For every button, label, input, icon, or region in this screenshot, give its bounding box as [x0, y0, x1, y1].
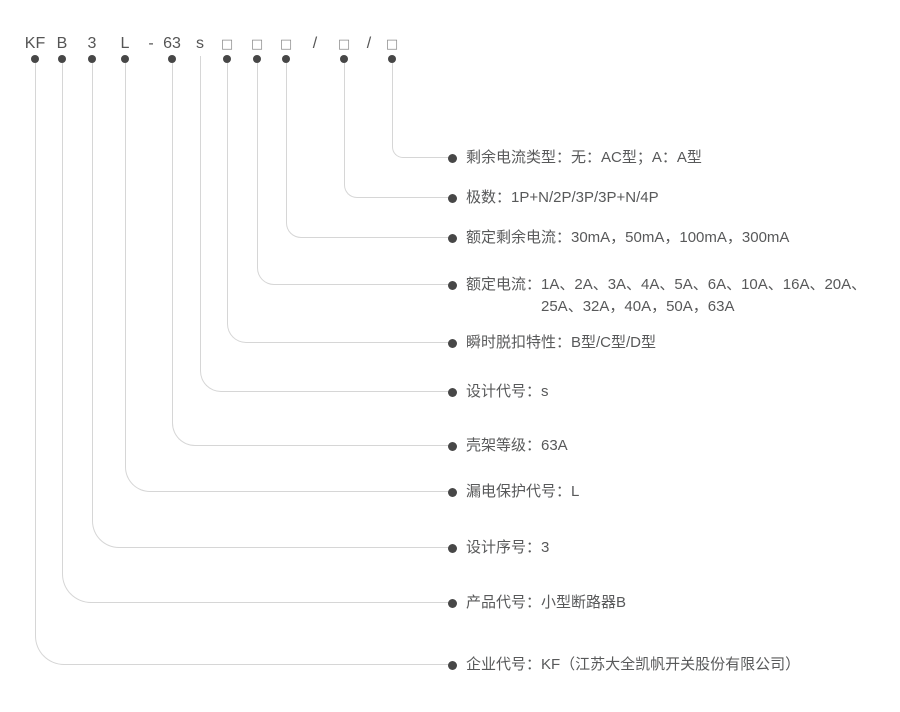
- legend-bullet: [448, 281, 457, 290]
- connector-line: [200, 56, 448, 392]
- code-dot: [340, 55, 348, 63]
- legend-bullet: [448, 661, 457, 670]
- code-part-s: s: [196, 35, 204, 52]
- legend-bullet: [448, 488, 457, 497]
- connector-line: [35, 63, 448, 665]
- legend-label-design-code: 设计代号：s: [466, 383, 549, 400]
- legend-label-residual-current-type: 剩余电流类型：无：AC型；A：A型: [466, 149, 702, 166]
- connector-line: [392, 63, 448, 158]
- code-part-l: L: [120, 35, 130, 52]
- legend-label-rated-current: 额定电流：1A、2A、3A、4A、5A、6A、10A、16A、20A、: [466, 276, 867, 293]
- legend-bullet: [448, 339, 457, 348]
- code-part-slash-1: /: [312, 35, 318, 52]
- code-part-box-5: □: [385, 37, 399, 52]
- code-dot: [88, 55, 96, 63]
- legend-label-design-serial: 设计序号：3: [466, 539, 550, 556]
- code-dot: [58, 55, 66, 63]
- legend-bullet: [448, 544, 457, 553]
- code-part-kf: KF: [24, 35, 46, 52]
- legend-bullet: [448, 194, 457, 203]
- legend-label-rated-current-line2: 25A、32A，40A，50A，63A: [541, 298, 735, 315]
- legend-label-frame-rating: 壳架等级：63A: [466, 437, 568, 454]
- code-part-box-3: □: [279, 37, 293, 52]
- connector-line: [125, 63, 448, 492]
- code-dot: [282, 55, 290, 63]
- legend-bullet: [448, 388, 457, 397]
- connector-line: [227, 63, 448, 343]
- legend-label-rated-residual-current: 额定剩余电流：30mA，50mA，100mA，300mA: [466, 229, 790, 246]
- code-dot: [31, 55, 39, 63]
- code-dot: [121, 55, 129, 63]
- code-part-b: B: [56, 35, 68, 52]
- code-dot: [388, 55, 396, 63]
- legend-label-product-code: 产品代号：小型断路器B: [466, 594, 627, 611]
- code-part-box-2: □: [250, 37, 264, 52]
- code-dot: [223, 55, 231, 63]
- legend-label-enterprise-code: 企业代号：KF（江苏大全凯帆开关股份有限公司）: [466, 656, 801, 673]
- connector-line: [62, 63, 448, 603]
- code-dot: [168, 55, 176, 63]
- code-part-3: 3: [87, 35, 97, 52]
- connector-line: [257, 63, 448, 285]
- legend-bullet: [448, 599, 457, 608]
- code-part-box-1: □: [220, 37, 234, 52]
- code-part-63: 63: [163, 35, 181, 52]
- legend-label-leakage-protection-code: 漏电保护代号：L: [466, 483, 580, 500]
- legend-label-instantaneous-tripping: 瞬时脱扣特性：B型/C型/D型: [466, 334, 657, 351]
- connector-line: [172, 63, 448, 446]
- connector-line: [286, 63, 448, 238]
- legend-bullet: [448, 234, 457, 243]
- connector-line: [344, 63, 448, 198]
- code-part-hyphen: -: [148, 35, 154, 52]
- legend-bullet: [448, 154, 457, 163]
- connector-line: [92, 63, 448, 548]
- legend-label-poles: 极数：1P+N/2P/3P/3P+N/4P: [466, 189, 659, 206]
- code-dot: [253, 55, 261, 63]
- code-part-box-4: □: [337, 37, 351, 52]
- code-part-slash-2: /: [366, 35, 372, 52]
- legend-bullet: [448, 442, 457, 451]
